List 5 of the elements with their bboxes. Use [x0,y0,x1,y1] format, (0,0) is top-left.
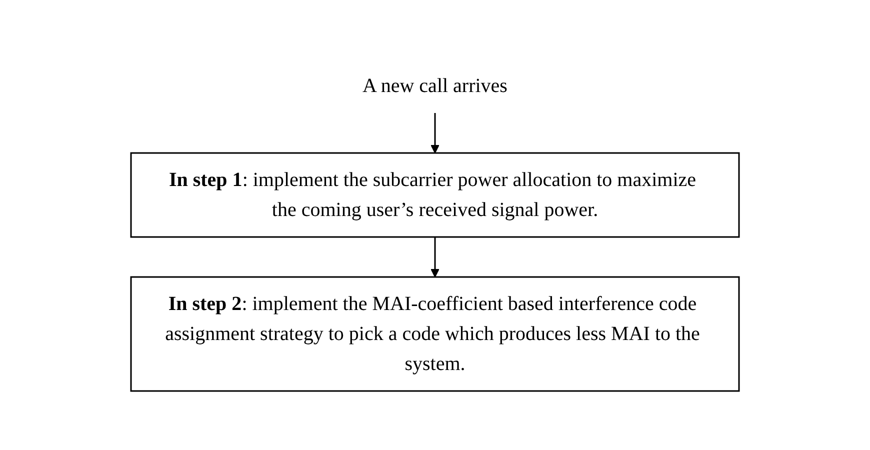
node-box: In step 1: implement the subcarrier power allocation to maximize the coming user’s received signal power. [130,152,740,238]
node-box: In step 2: implement the MAI-coefficient based interference code assignment strategy to pick a code which produces less MAI to the system. [130,276,740,392]
arrow [430,237,440,278]
arrow [430,113,440,154]
node-text: A new call arrives [362,75,508,97]
